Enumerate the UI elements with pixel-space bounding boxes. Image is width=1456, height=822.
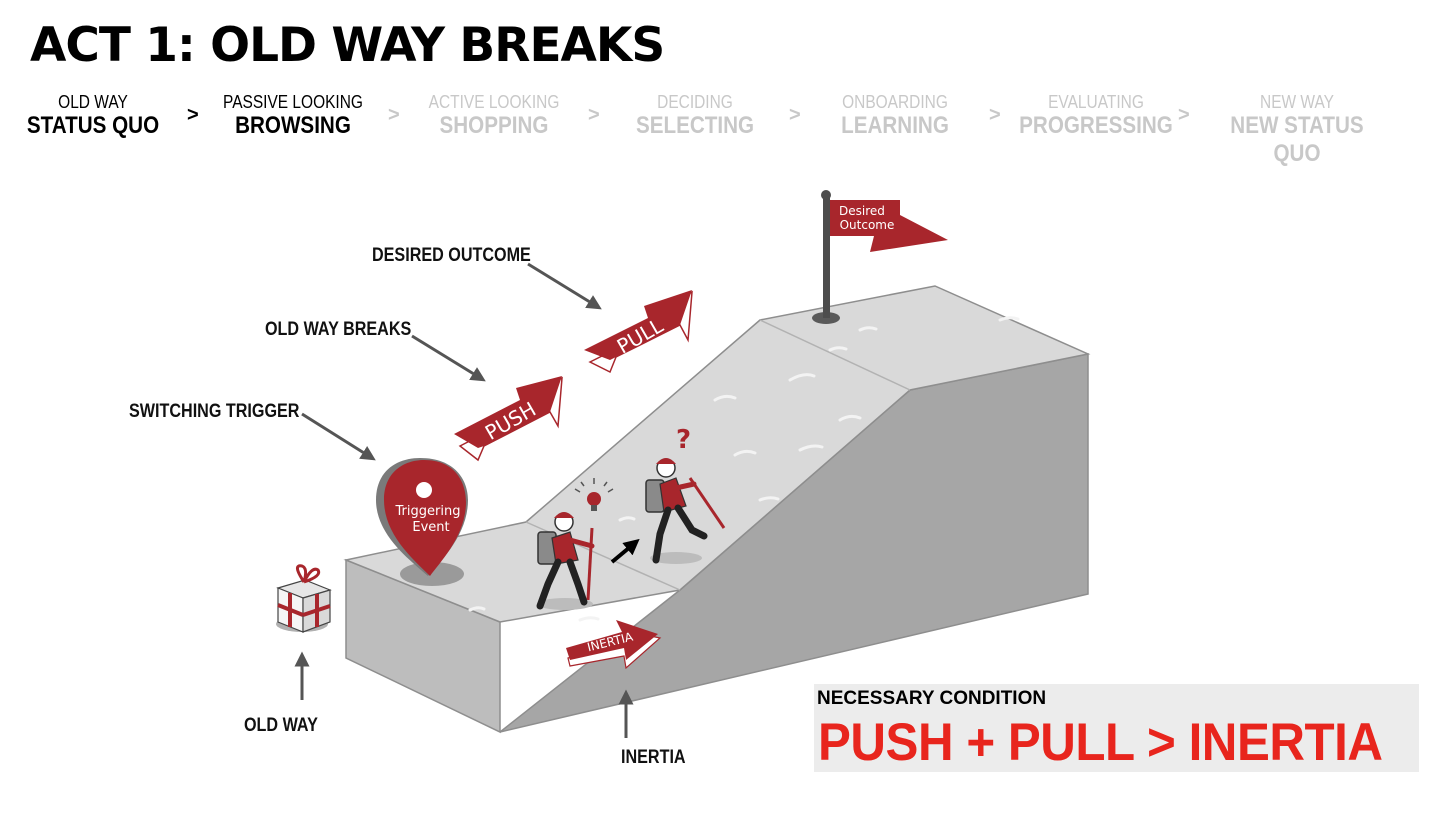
condition-formula: PUSH + PULL > INERTIA bbox=[818, 713, 1383, 772]
hill-texture bbox=[468, 316, 1020, 622]
gift-icon bbox=[276, 564, 332, 633]
journey-stages: OLD WAY STATUS QUO > PASSIVE LOOKING BRO… bbox=[0, 92, 1456, 167]
stage-separator: > bbox=[388, 104, 400, 126]
map-pin-icon: Triggering Event bbox=[376, 458, 468, 586]
stage-onboarding: ONBOARDING LEARNING bbox=[818, 92, 973, 140]
label-desired-outcome: DESIRED OUTCOME bbox=[372, 245, 531, 266]
hiker-icon bbox=[645, 458, 726, 564]
stage-separator: > bbox=[789, 104, 801, 126]
necessary-condition-box: NECESSARY CONDITION PUSH + PULL > INERTI… bbox=[814, 684, 1419, 772]
stage-top-label: NEW WAY bbox=[1260, 92, 1334, 112]
stage-evaluating: EVALUATING PROGRESSING bbox=[1019, 92, 1174, 140]
stage-top-label: OLD WAY bbox=[58, 92, 128, 112]
push-arrow: PUSH bbox=[454, 376, 563, 462]
stage-bottom-label: PROGRESSING bbox=[1019, 112, 1173, 139]
flag-icon: Desired Outcome bbox=[812, 190, 948, 324]
hill-top-surface bbox=[343, 285, 1091, 623]
label-old-way-breaks: OLD WAY BREAKS bbox=[265, 319, 412, 340]
lightbulb-icon bbox=[574, 478, 614, 511]
stage-bottom-label: BROWSING bbox=[235, 112, 351, 139]
stage-bottom-label: NEW STATUS QUO bbox=[1230, 112, 1364, 167]
stage-bottom-label: SELECTING bbox=[635, 112, 755, 139]
flag-label: Desired bbox=[839, 204, 885, 218]
stage-old-way: OLD WAY STATUS QUO bbox=[16, 92, 171, 140]
stage-passive-looking: PASSIVE LOOKING BROWSING bbox=[216, 92, 371, 140]
pin-label: Triggering bbox=[395, 504, 461, 519]
stage-top-label: ONBOARDING bbox=[842, 92, 948, 112]
stage-top-label: DECIDING bbox=[657, 92, 733, 112]
condition-caption: NECESSARY CONDITION bbox=[817, 688, 1047, 709]
label-old-way: OLD WAY bbox=[244, 715, 318, 736]
leader-arrow bbox=[527, 262, 602, 310]
stage-bottom-label: LEARNING bbox=[841, 112, 949, 139]
hiker-icon bbox=[536, 512, 595, 610]
label-inertia: INERTIA bbox=[621, 747, 686, 768]
stage-bottom-label: STATUS QUO bbox=[26, 112, 160, 139]
question-mark-icon: ? bbox=[676, 425, 691, 455]
pull-arrow: PULL bbox=[584, 290, 693, 374]
hill-edge bbox=[759, 319, 911, 391]
progress-arrow bbox=[610, 538, 640, 564]
stage-deciding: DECIDING SELECTING bbox=[618, 92, 773, 140]
stage-top-label: PASSIVE LOOKING bbox=[223, 92, 363, 112]
stage-separator: > bbox=[1178, 104, 1190, 126]
page-title: ACT 1: OLD WAY BREAKS bbox=[30, 18, 665, 73]
leader-arrow bbox=[411, 334, 486, 382]
inertia-arrow: INERTIA bbox=[566, 620, 662, 670]
stage-separator: > bbox=[187, 104, 199, 126]
stage-separator: > bbox=[588, 104, 600, 126]
stage-top-label: EVALUATING bbox=[1048, 92, 1144, 112]
stage-top-label: ACTIVE LOOKING bbox=[428, 92, 560, 112]
leader-arrow bbox=[301, 412, 376, 461]
stage-separator: > bbox=[989, 104, 1001, 126]
stage-bottom-label: SHOPPING bbox=[439, 112, 549, 139]
push-label: PUSH bbox=[481, 397, 540, 445]
pin-label: Event bbox=[412, 520, 449, 535]
stage-new-way: NEW WAY NEW STATUS QUO bbox=[1220, 92, 1375, 168]
flag-label: Outcome bbox=[840, 218, 895, 232]
stage-active-looking: ACTIVE LOOKING SHOPPING bbox=[417, 92, 572, 140]
label-switching-trigger: SWITCHING TRIGGER bbox=[129, 401, 300, 422]
